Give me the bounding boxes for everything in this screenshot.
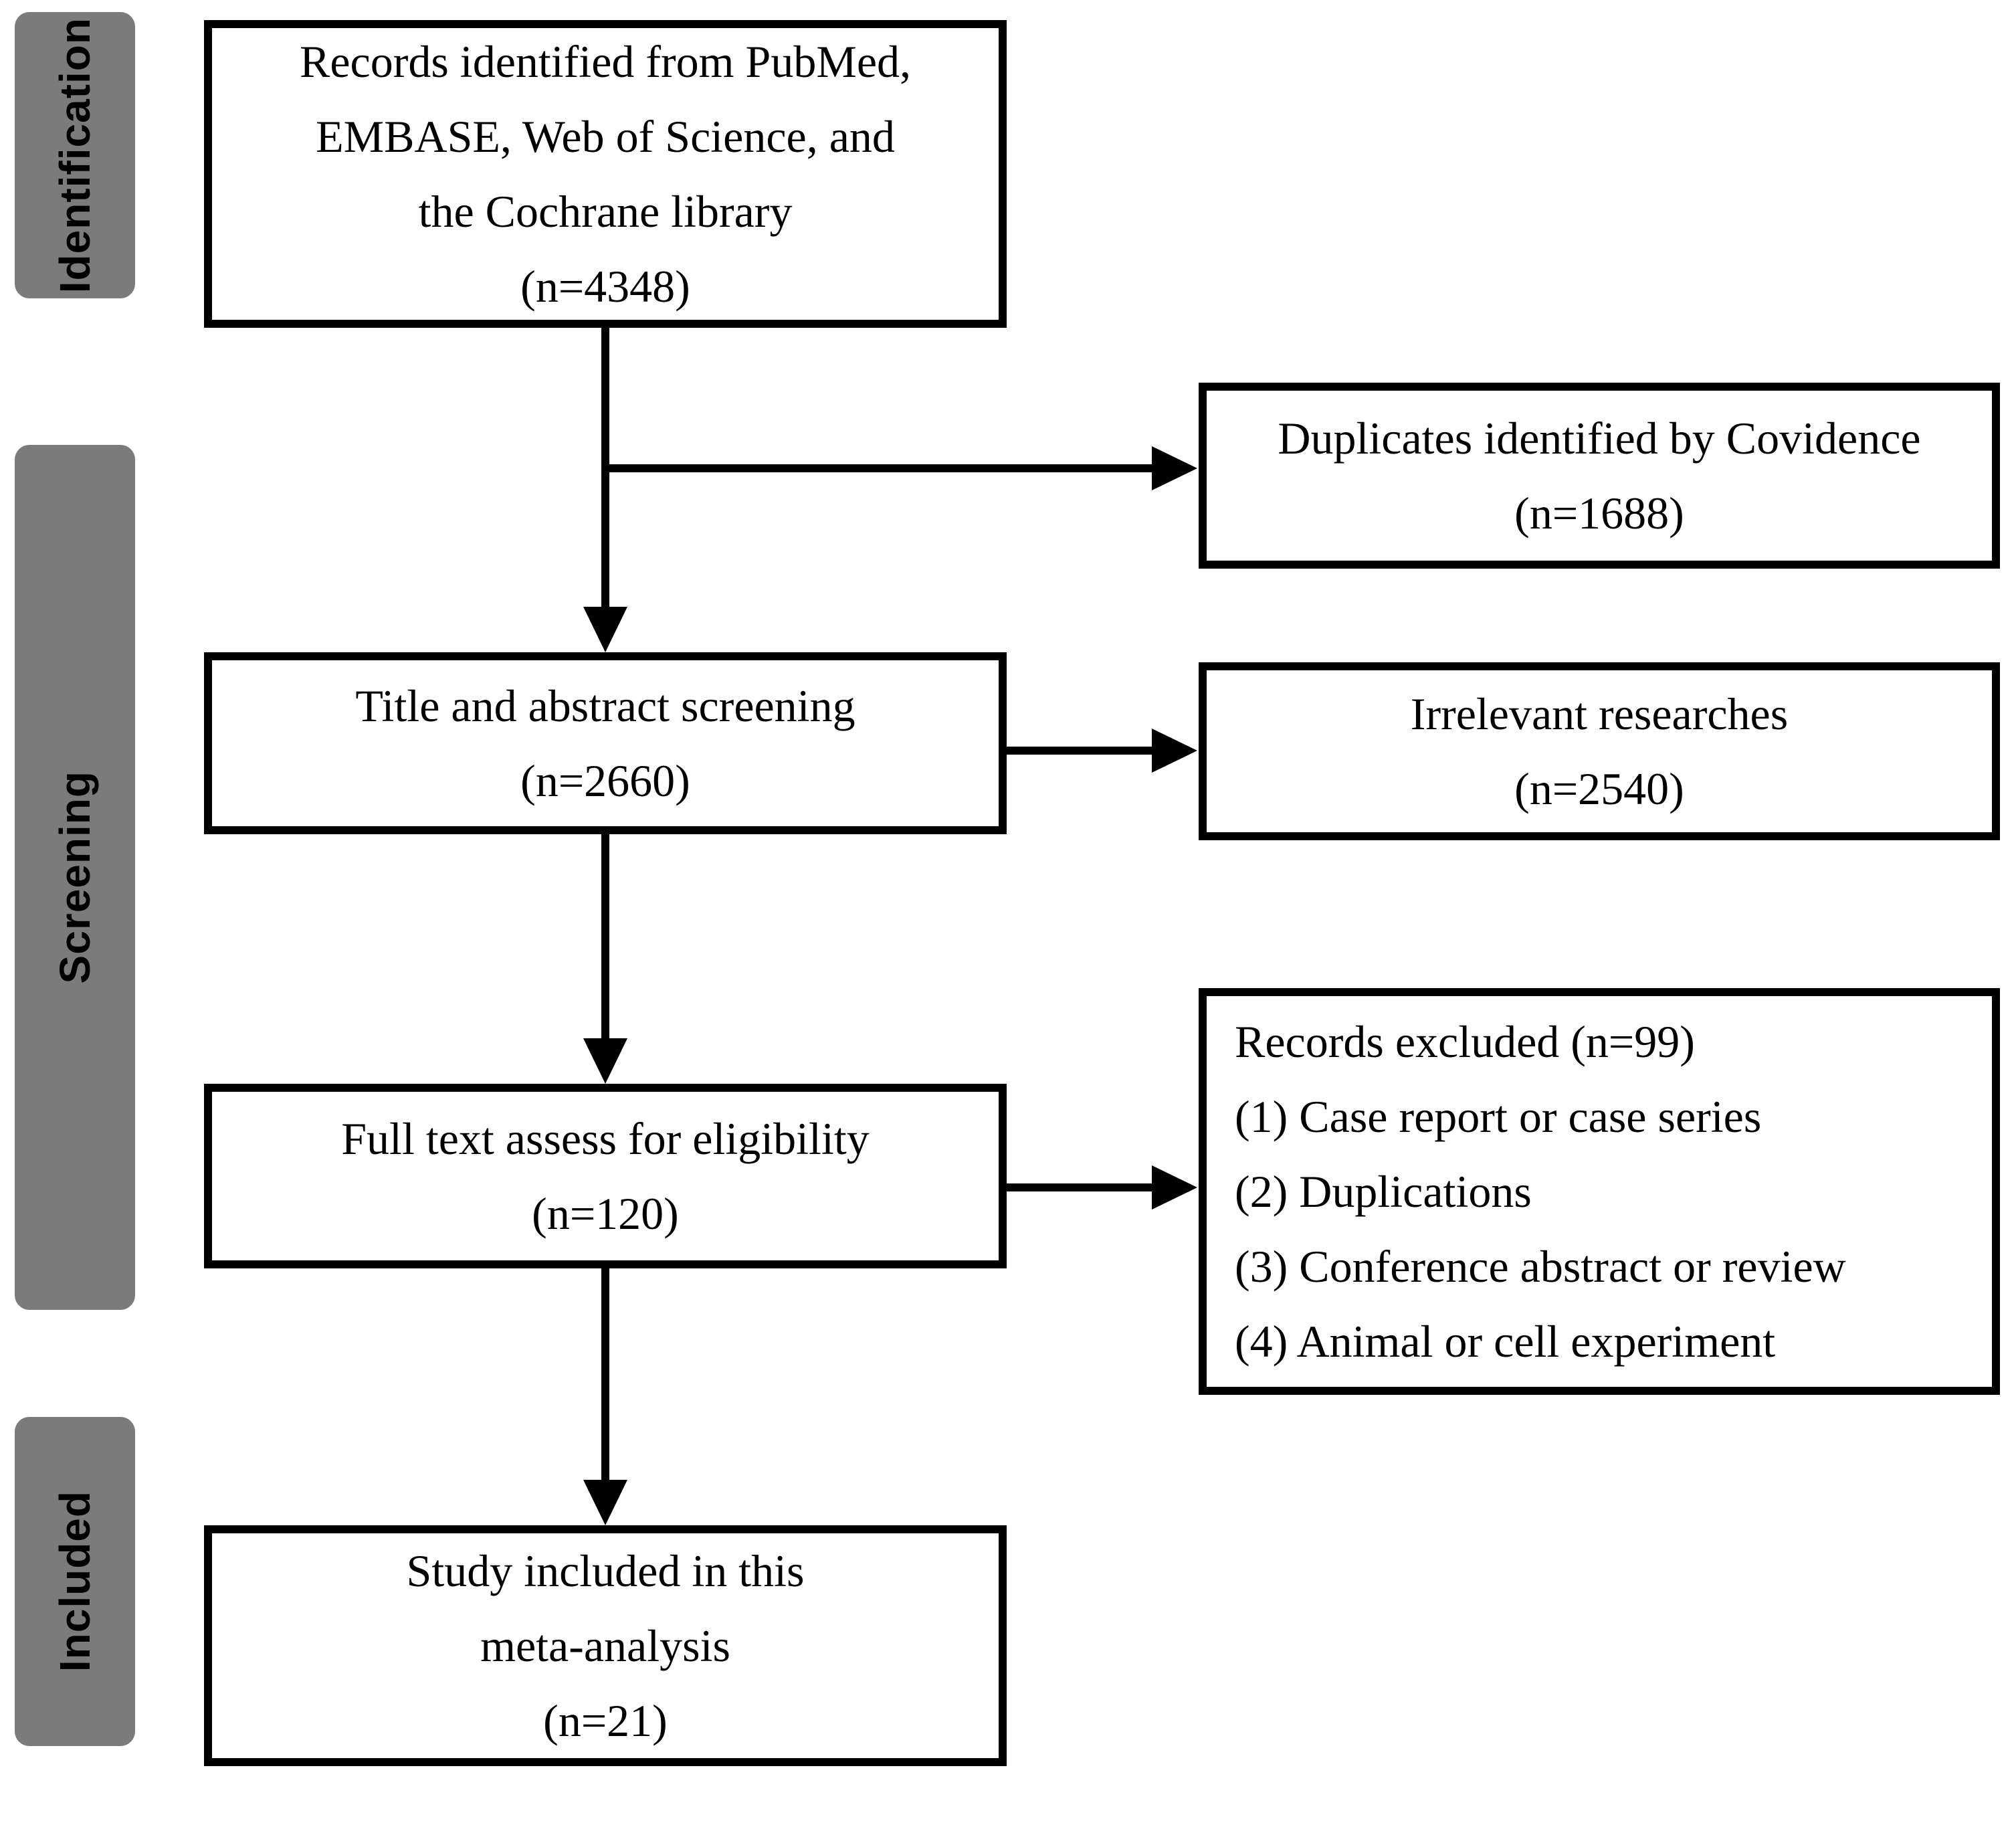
box-study-included-count: (n=21) [543,1695,668,1746]
box-duplicates-identified: Duplicates identified by Covidence (n=16… [1199,383,2000,569]
arrow-branch-to-duplicates-head [1152,446,1197,490]
arrow-records-to-screening-head [583,607,627,652]
arrow-screening-to-fulltext-head [583,1038,627,1084]
box-records-excluded-reason: (1) Case report or case series [1235,1091,1762,1142]
box-records-identified: Records identified from PubMed, EMBASE, … [204,20,1007,328]
box-records-identified-line: EMBASE, Web of Science, and [316,111,895,162]
box-title-abstract-screening-count: (n=2660) [520,755,690,806]
box-title-abstract-screening-line: Title and abstract screening [355,680,855,731]
stage-screening-label: Screening [51,771,99,984]
arrow-fulltext-to-excluded-line [1003,1183,1152,1191]
box-irrelevant-researches-line: Irrelevant researches [1410,688,1789,739]
box-records-identified-count: (n=4348) [520,261,690,312]
box-study-included: Study included in this meta-analysis (n=… [204,1525,1007,1766]
arrow-screening-to-irrelevant-line [1003,747,1152,755]
box-records-excluded-reason: (3) Conference abstract or review [1235,1241,1846,1292]
box-duplicates-identified-line: Duplicates identified by Covidence [1278,413,1921,464]
box-full-text-assess-count: (n=120) [532,1188,679,1239]
box-records-excluded-reason: (4) Animal or cell experiment [1235,1316,1776,1367]
box-title-abstract-screening: Title and abstract screening (n=2660) [204,652,1007,834]
stage-included: Included [15,1417,135,1746]
box-study-included-line: Study included in this [406,1545,805,1596]
stage-identification: Identification [15,12,135,298]
stage-screening: Screening [15,445,135,1310]
arrow-screening-to-irrelevant-head [1152,729,1197,773]
box-irrelevant-researches: Irrelevant researches (n=2540) [1199,662,2000,840]
box-records-identified-line: the Cochrane library [418,186,793,237]
box-records-excluded-reason: (2) Duplications [1235,1166,1532,1217]
arrow-fulltext-to-included-head [583,1480,627,1525]
stage-identification-label: Identification [51,17,99,294]
box-records-excluded: Records excluded (n=99) (1) Case report … [1199,988,2000,1395]
box-full-text-assess: Full text assess for eligibility (n=120) [204,1084,1007,1268]
arrow-screening-to-fulltext-line [601,832,609,1041]
box-duplicates-identified-count: (n=1688) [1514,488,1684,539]
box-irrelevant-researches-count: (n=2540) [1514,763,1684,814]
arrow-branch-to-duplicates-line [601,464,1152,472]
box-records-excluded-header: Records excluded (n=99) [1235,1016,1695,1067]
box-study-included-line: meta-analysis [480,1620,730,1671]
stage-included-label: Included [51,1491,99,1672]
arrow-fulltext-to-included-line [601,1266,609,1482]
box-full-text-assess-line: Full text assess for eligibility [341,1113,870,1164]
arrow-fulltext-to-excluded-head [1152,1165,1197,1210]
box-records-identified-line: Records identified from PubMed, [299,36,912,87]
